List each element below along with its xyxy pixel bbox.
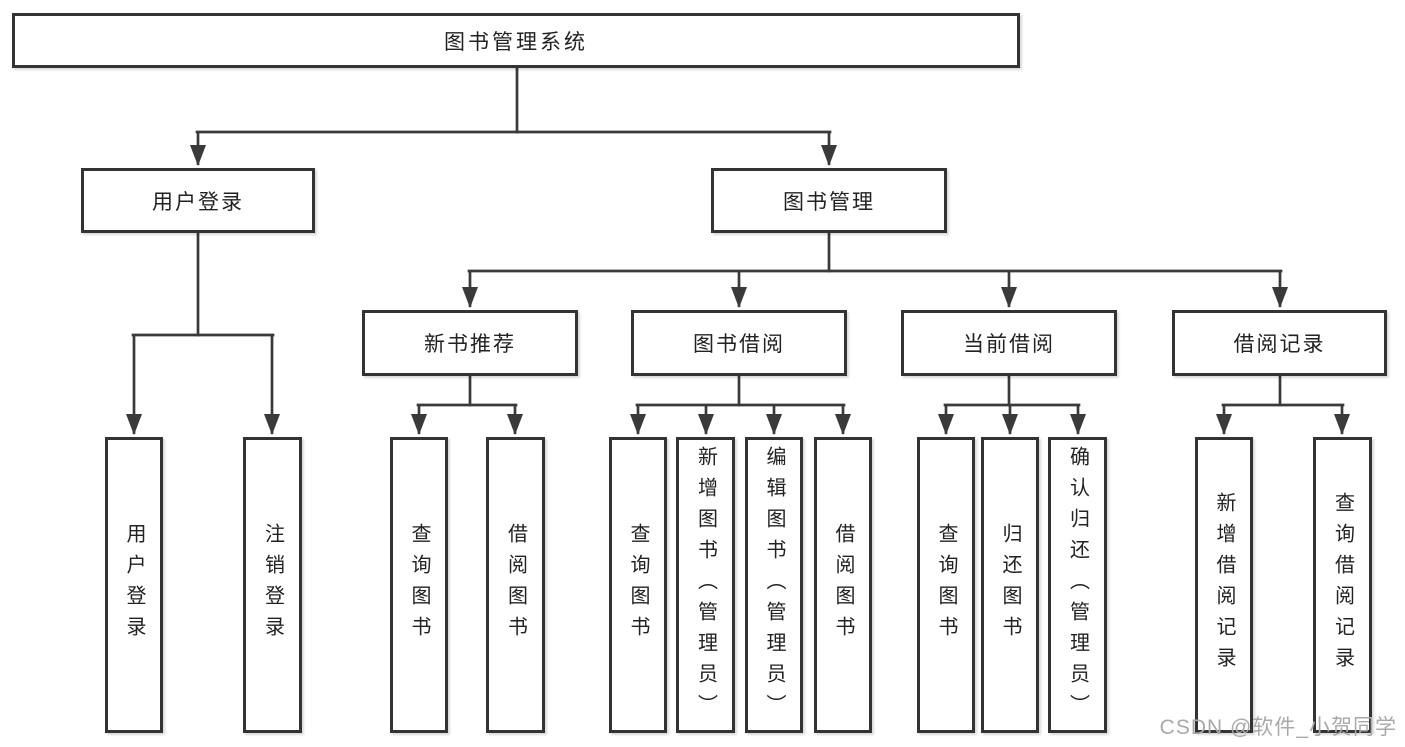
node-label: 当前借阅 — [963, 333, 1055, 356]
connector-arrows — [126, 132, 1350, 435]
leaf-return-books: 归还图书 — [981, 437, 1039, 733]
node-label: 查询图书 — [627, 523, 649, 647]
node-label: 查询图书 — [408, 523, 430, 647]
leaf-borrow-books: 借阅图书 — [814, 437, 872, 733]
node-label: 查询图书 — [935, 523, 957, 647]
node-label: 新增图书（管理员） — [694, 445, 717, 725]
node-library-system: 图书管理系统 — [12, 13, 1020, 68]
leaf-edit-books-admin: 编辑图书（管理员） — [745, 437, 803, 733]
connector-trunks — [131, 64, 1345, 407]
node-label: 确认归还（管理员） — [1066, 445, 1089, 725]
node-label: 图书管理系统 — [444, 30, 588, 54]
leaf-confirm-return-admin: 确认归还（管理员） — [1048, 437, 1107, 733]
leaf-add-borrow-record: 新增借阅记录 — [1195, 437, 1253, 733]
node-label: 借阅记录 — [1233, 333, 1326, 356]
leaf-borrow-books-recommend: 借阅图书 — [486, 437, 545, 733]
node-label: 归还图书 — [999, 523, 1021, 647]
leaf-query-borrow-record: 查询借阅记录 — [1313, 437, 1372, 733]
node-label: 图书借阅 — [693, 333, 785, 356]
csdn-watermark: CSDN @软件_小贺同学 — [1159, 716, 1397, 739]
node-book-management: 图书管理 — [711, 168, 947, 233]
node-label: 用户登录 — [152, 190, 244, 214]
leaf-user-login: 用户登录 — [105, 437, 163, 733]
node-new-book-recommend: 新书推荐 — [362, 310, 578, 376]
node-label: 用户登录 — [123, 523, 145, 647]
node-label: 新书推荐 — [424, 333, 516, 356]
node-label: 编辑图书（管理员） — [763, 445, 785, 725]
leaf-logout: 注销登录 — [243, 437, 302, 733]
node-label: 图书管理 — [783, 190, 875, 214]
node-user-login: 用户登录 — [81, 168, 315, 233]
node-borrow-records: 借阅记录 — [1172, 310, 1387, 376]
node-current-borrowing: 当前借阅 — [901, 310, 1117, 376]
leaf-query-books-recommend: 查询图书 — [390, 437, 448, 733]
node-label: 注销登录 — [261, 523, 284, 647]
node-label: 借阅图书 — [832, 523, 854, 647]
node-book-borrowing: 图书借阅 — [631, 310, 847, 376]
leaf-query-books-borrowing: 查询图书 — [609, 437, 667, 733]
node-label: 借阅图书 — [504, 523, 527, 647]
leaf-query-books-current: 查询图书 — [917, 437, 975, 733]
node-label: 新增借阅记录 — [1213, 492, 1235, 678]
node-label: 查询借阅记录 — [1331, 492, 1354, 678]
leaf-add-books-admin: 新增图书（管理员） — [676, 437, 735, 733]
